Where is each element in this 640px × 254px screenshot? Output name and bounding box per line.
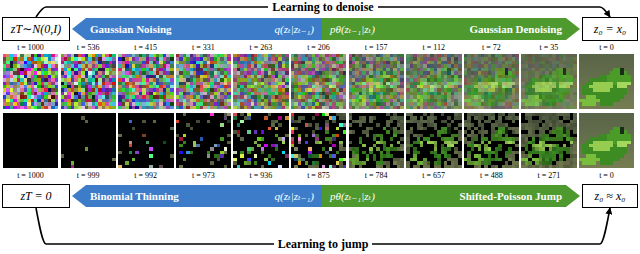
figure: zT∼N(0,I)Gaussian Noisingq(zₜ|zₜ₋₁)pθ(zₜ… <box>0 0 640 254</box>
